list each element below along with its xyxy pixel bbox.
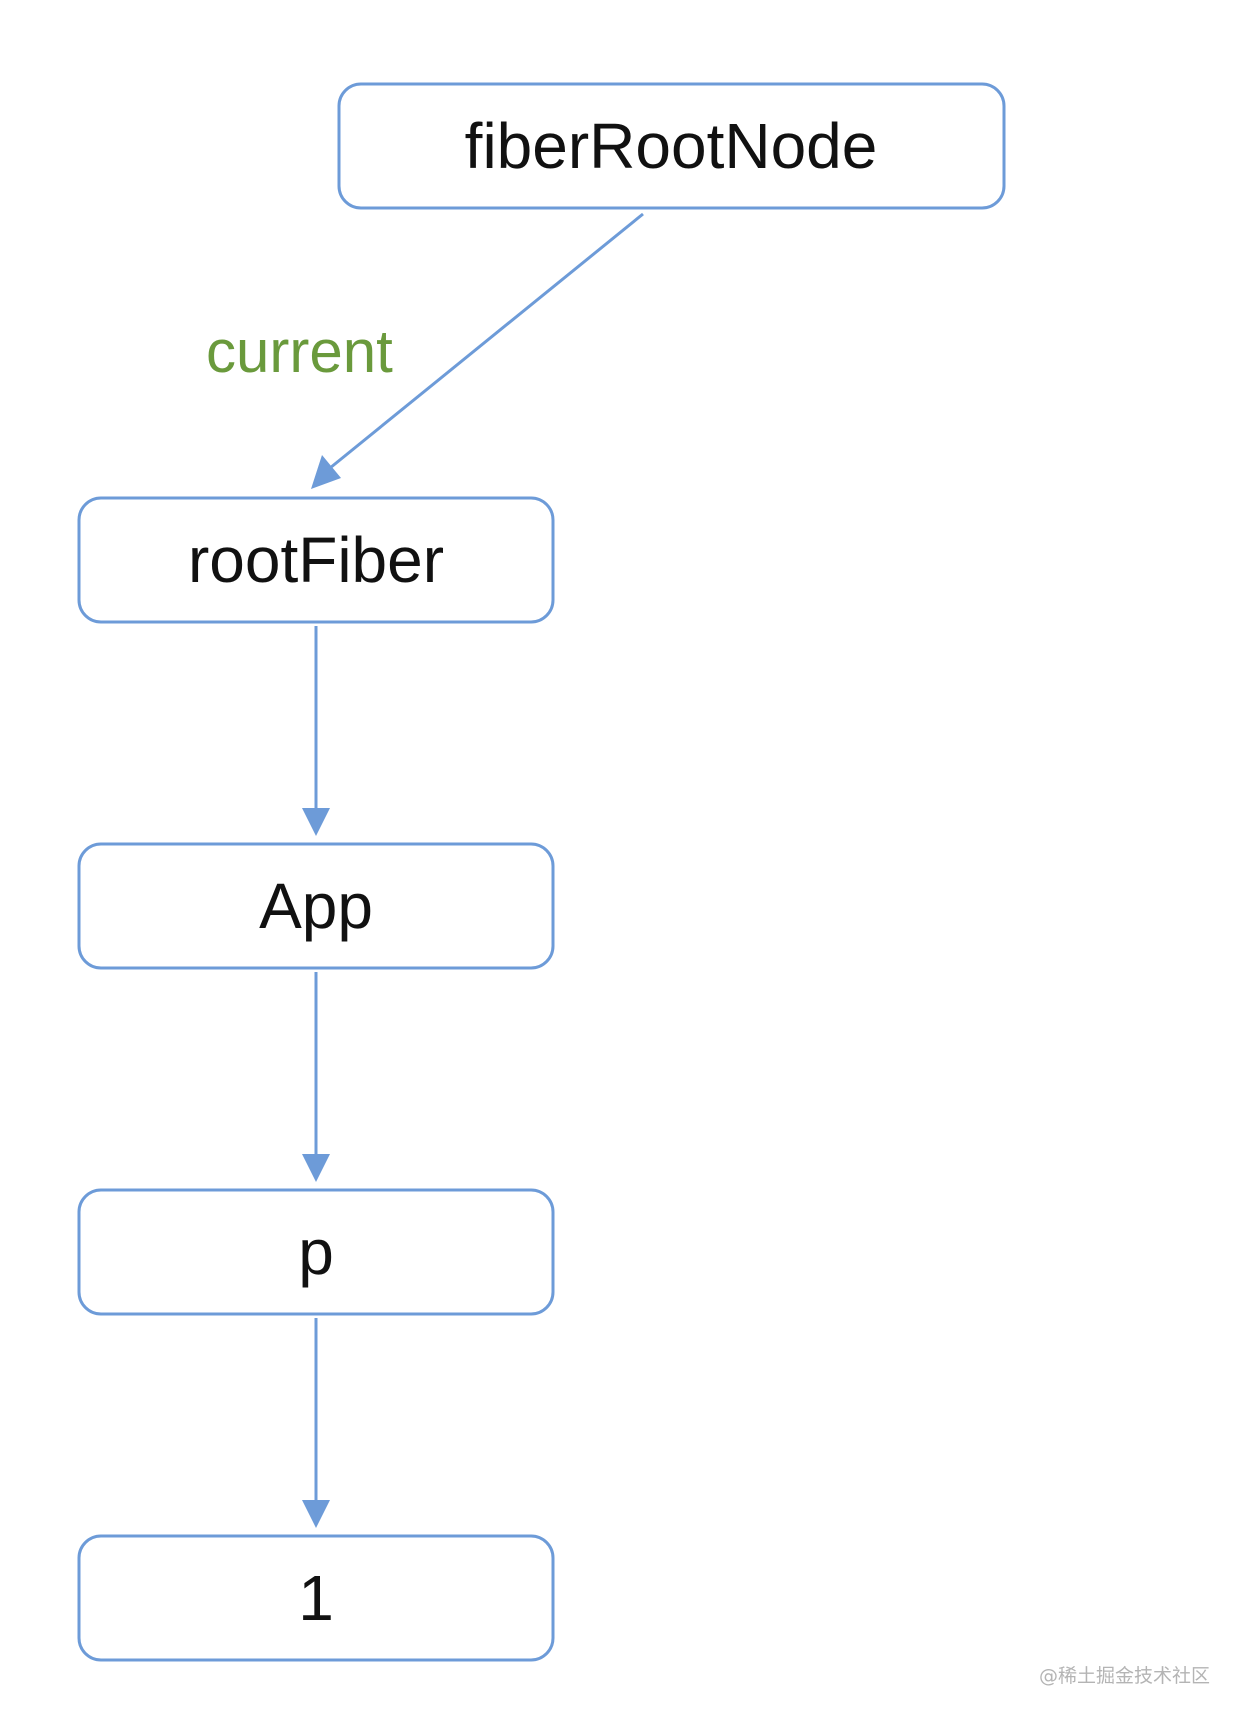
arrowhead-icon <box>302 808 330 836</box>
node-label-rootFiber: rootFiber <box>188 524 444 596</box>
edge-line-current <box>329 212 644 470</box>
node-1: 1 <box>77 1534 555 1662</box>
edge-fiberRootNode-rootFiber: current <box>206 212 644 489</box>
arrowhead-icon <box>311 455 341 489</box>
node-box <box>77 1188 555 1316</box>
node-label-fiberRootNode: fiberRootNode <box>465 110 878 182</box>
watermark-text: @稀土掘金技术社区 <box>1038 1665 1210 1687</box>
edge-label-current: current <box>206 318 393 385</box>
node-label-p: p <box>298 1216 334 1288</box>
node-App: App <box>77 842 555 970</box>
edge-p-1 <box>302 1318 330 1528</box>
edge-App-p <box>302 972 330 1182</box>
edge-rootFiber-App <box>302 626 330 836</box>
node-box <box>77 496 555 624</box>
node-box <box>77 842 555 970</box>
arrowhead-icon <box>302 1500 330 1528</box>
node-box <box>337 82 1006 210</box>
node-label-1: 1 <box>298 1562 334 1634</box>
node-p: p <box>77 1188 555 1316</box>
node-label-App: App <box>259 870 373 942</box>
arrowhead-icon <box>302 1154 330 1182</box>
node-rootFiber: rootFiber <box>77 496 555 624</box>
node-box <box>77 1534 555 1662</box>
node-fiberRootNode: fiberRootNode <box>337 82 1006 210</box>
